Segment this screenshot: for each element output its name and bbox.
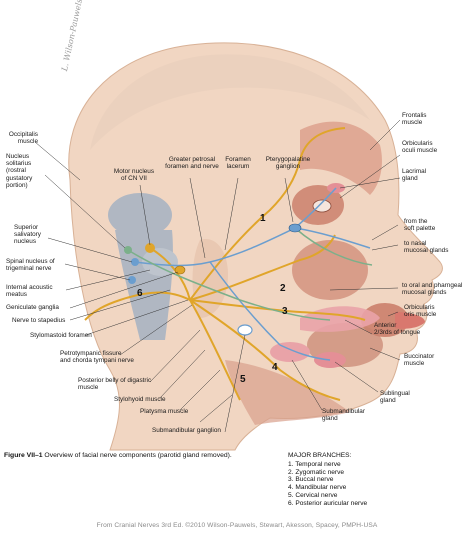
eye (312, 199, 332, 213)
sensory-nerve-paths (127, 227, 373, 321)
spinal-trigeminal-nucleus (128, 276, 136, 284)
branch-number-2: 2 (280, 283, 286, 294)
figure-caption-text: Overview of facial nerve components (par… (42, 452, 232, 459)
leader-lines (34, 119, 401, 433)
major-branches-heading: MAJOR BRANCHES: (288, 452, 352, 459)
orbicularis-oris-muscle (361, 303, 409, 337)
branch-number-1: 1 (260, 213, 266, 224)
label-stylohyoid-muscle: Stylohyoid muscle (114, 396, 166, 403)
major-branches-list: MAJOR BRANCHES: 1. Temporal nerve 2. Zyg… (288, 452, 367, 508)
brainstem (108, 193, 178, 340)
platysma-muscle (225, 360, 350, 425)
nucleus-solitarius (124, 246, 132, 254)
branch-item: 1. Temporal nerve (288, 460, 341, 468)
scalp-shading (90, 54, 370, 150)
branch-number-4: 4 (272, 362, 278, 373)
branch-item: 4. Mandibular nerve (288, 484, 347, 492)
ear-region (192, 239, 228, 318)
branch-number-6: 6 (137, 288, 143, 299)
label-platysma-muscle: Platysma muscle (140, 408, 189, 415)
branch-item: 3. Buccal nerve (288, 476, 334, 484)
label-nerve-to-stapedius: Nerve to stapedius (12, 317, 66, 324)
credit-line: From Cranial Nerves 3rd Ed. ©2010 Wilson… (96, 522, 378, 529)
lips (395, 312, 425, 329)
branch-item: 6. Posterior auricular nerve (288, 499, 368, 507)
submandibular-ganglion-mark (237, 324, 253, 336)
branch-item: 2. Zygomatic nerve (288, 468, 345, 476)
branch-number-5: 5 (240, 374, 246, 385)
cheek-muscle (292, 240, 368, 300)
figure-id: Figure VII–1 (4, 452, 43, 459)
submandibular-gland (270, 342, 310, 362)
geniculate-ganglion (174, 265, 186, 275)
label-submandibular-ganglion: Submandibular ganglion (152, 427, 221, 434)
label-stylomastoid-foramen: Stylomastoid foramen (30, 332, 92, 339)
branch-item: 5. Cervical nerve (288, 491, 338, 499)
frontalis-muscle (300, 121, 382, 195)
label-geniculate-ganglia: Geniculate ganglia (6, 304, 59, 311)
parasympathetic-nerve-paths (134, 187, 371, 361)
pterygopalatine-ganglion (288, 223, 302, 233)
branch-number-3: 3 (282, 306, 288, 317)
figure-caption: Figure VII–1 Overview of facial nerve co… (4, 452, 232, 459)
